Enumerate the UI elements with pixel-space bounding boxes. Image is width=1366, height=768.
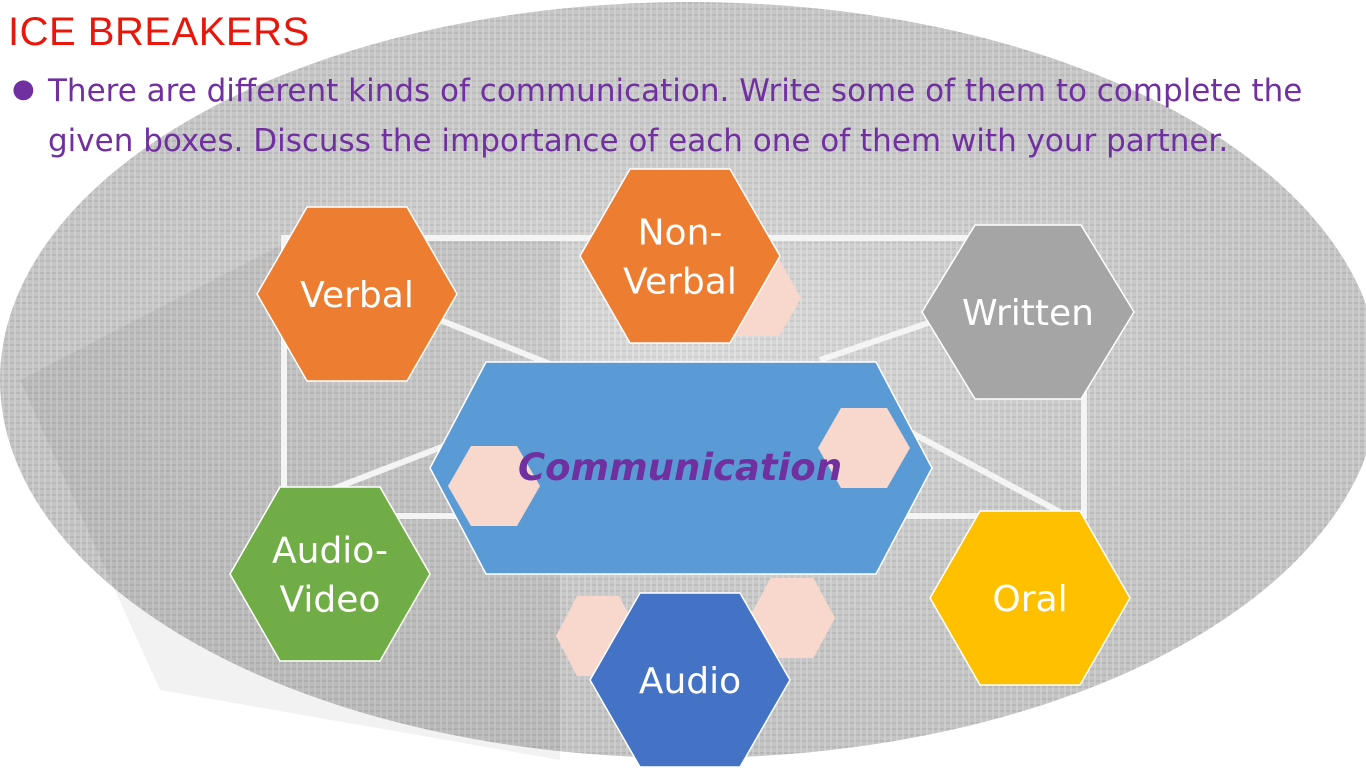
accent-hexagon [749,578,835,658]
node-audio: Audio [589,592,791,768]
node-hexagons: VerbalNon-VerbalWrittenOralAudioAudio-Vi… [229,168,1135,768]
node-non-verbal-label-line: Non- [638,213,723,254]
accent-hexagon [448,446,540,526]
node-oral: Oral [929,510,1131,686]
node-verbal: Verbal [256,206,458,382]
center-label: Communication [518,446,842,489]
page-title: ICE BREAKERS [8,10,310,54]
node-oral-hexagon [929,510,1131,686]
bullet-icon: ● [12,74,35,104]
node-audio-hexagon [589,592,791,768]
node-audio-label-line: Audio [639,661,741,702]
node-verbal-hexagon [256,206,458,382]
node-audio-video-hexagon [229,486,431,662]
node-non-verbal: Non- Verbal [579,168,781,344]
node-oral-label-line: Oral [992,579,1067,620]
node-written-label-line: Written [962,293,1094,334]
instruction-bullet: ● There are different kinds of communica… [12,66,1362,166]
node-written-hexagon [921,224,1135,400]
center-hexagon [429,361,933,575]
node-non-verbal-label-line: Verbal [623,261,737,302]
node-audio-video-label-line: Audio- [272,531,388,572]
node-non-verbal-hexagon [579,168,781,344]
node-verbal-label-line: Verbal [300,275,414,316]
accent-hexagon [818,408,910,488]
node-audio-video: Audio- Video [229,486,431,662]
node-audio-video-label-line: Video [280,579,381,620]
instruction-text: There are different kinds of communicati… [48,73,1303,159]
node-written: Written [921,224,1135,400]
